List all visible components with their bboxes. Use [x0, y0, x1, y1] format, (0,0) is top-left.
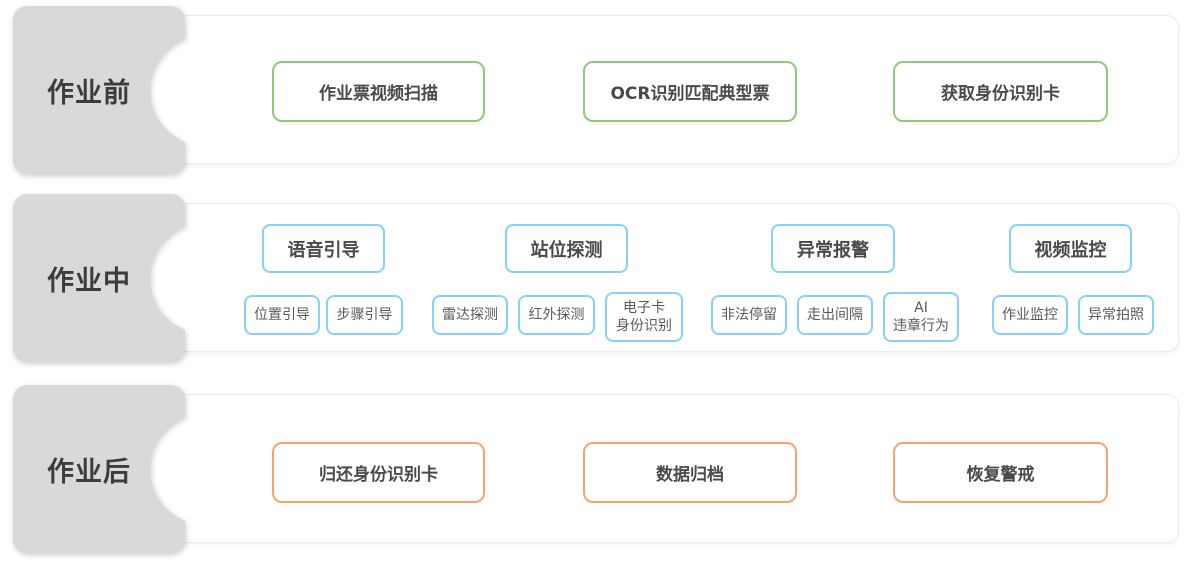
tab-shape-icon: [13, 6, 185, 174]
group-box-abnormal-alarm: 异常报警: [771, 224, 895, 273]
section-before-label: 作业前: [47, 77, 131, 109]
step-box-restore-alert: 恢复警戒: [893, 442, 1108, 503]
section-after-label: 作业后: [47, 456, 131, 488]
section-after: 作业后 归还身份识别卡 数据归档 恢复警戒: [0, 385, 1200, 553]
tab-shape-icon: [13, 385, 185, 553]
sub-box-ai-violation: AI 违章行为: [883, 292, 959, 342]
sub-box-work-monitor: 作业监控: [992, 295, 1068, 335]
sub-box-step-guide: 步骤引导: [326, 295, 403, 335]
group-box-position-detect: 站位探测: [505, 224, 628, 273]
group-box-video-monitor: 视频监控: [1009, 224, 1132, 273]
section-before: 作业前 作业票视频扫描 OCR识别匹配典型票 获取身份识别卡: [0, 6, 1200, 174]
step-box-work-ticket-video-scan: 作业票视频扫描: [272, 61, 485, 122]
sub-box-abnormal-photo: 异常拍照: [1078, 295, 1154, 335]
step-box-data-archive: 数据归档: [583, 442, 797, 503]
sub-box-position-guide: 位置引导: [244, 295, 320, 335]
sub-box-infrared-detect: 红外探测: [518, 295, 595, 335]
section-during-label: 作业中: [47, 265, 131, 297]
step-box-ocr-match-typical-ticket: OCR识别匹配典型票: [583, 61, 797, 122]
section-after-tab: 作业后: [13, 385, 185, 553]
section-before-tab: 作业前: [13, 6, 185, 174]
sub-box-leave-interval: 走出间隔: [797, 295, 873, 335]
step-box-return-id-card: 归还身份识别卡: [272, 442, 485, 503]
sub-box-ecard-identify: 电子卡 身份识别: [605, 292, 683, 342]
group-box-voice-guide: 语音引导: [262, 224, 385, 273]
tab-shape-icon: [13, 194, 185, 362]
section-during: 作业中 语音引导 位置引导 步骤引导 站位探测 雷达探测 红外探测 电子卡 身份…: [0, 194, 1200, 362]
sub-box-illegal-stay: 非法停留: [711, 295, 787, 335]
section-during-tab: 作业中: [13, 194, 185, 362]
step-box-get-id-card: 获取身份识别卡: [893, 61, 1108, 122]
sub-box-radar-detect: 雷达探测: [432, 295, 508, 335]
